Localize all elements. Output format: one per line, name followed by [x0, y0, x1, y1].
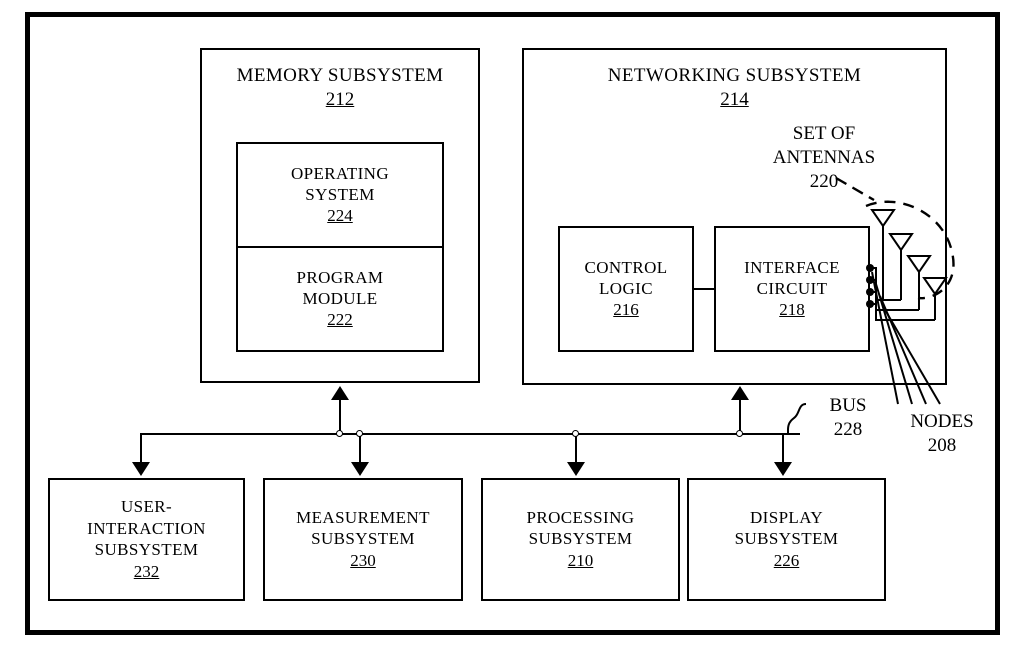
display-subsystem-box: DISPLAY SUBSYSTEM 226 [687, 478, 886, 601]
memory-subsystem-title: MEMORY SUBSYSTEM [236, 65, 444, 86]
bus-stub-display [782, 433, 784, 465]
display-title-line2: SUBSYSTEM [734, 529, 839, 549]
nodes-callout: NODES 208 [896, 410, 988, 458]
operating-system-box: OPERATING SYSTEM 224 [236, 142, 444, 248]
control-logic-box: CONTROL LOGIC 216 [558, 226, 694, 352]
display-title-line1: DISPLAY [749, 508, 824, 528]
bus-arrow-memory [331, 386, 349, 400]
operating-system-number: 224 [327, 206, 353, 226]
control-logic-title-line1: CONTROL [584, 257, 668, 277]
program-module-box: PROGRAM MODULE 222 [236, 246, 444, 352]
bus-junction-networking [736, 430, 743, 437]
bus-callout: BUS 228 [812, 394, 884, 442]
measurement-number: 230 [350, 550, 376, 570]
measurement-title-line1: MEASUREMENT [296, 508, 430, 528]
processing-title-line2: SUBSYSTEM [528, 529, 633, 549]
user-interaction-title-line2: INTERACTION [87, 518, 206, 538]
user-interaction-title-line1: USER- [120, 497, 173, 517]
display-number: 226 [773, 550, 800, 570]
user-interaction-title-line3: SUBSYSTEM [94, 540, 199, 560]
operating-system-title-line1: OPERATING [290, 163, 390, 183]
networking-subsystem-number: 214 [720, 88, 749, 110]
bus-junction-processing [572, 430, 579, 437]
bus-stub-processing [575, 433, 577, 465]
control-logic-number: 216 [613, 300, 639, 320]
control-logic-title-line2: LOGIC [599, 278, 653, 298]
user-interaction-number: 232 [133, 561, 160, 581]
networking-subsystem-title: NETWORKING SUBSYSTEM [607, 65, 862, 86]
interface-circuit-title-line2: CIRCUIT [756, 278, 828, 298]
program-module-title-line2: MODULE [302, 288, 378, 308]
interface-circuit-title-line1: INTERFACE [744, 257, 840, 277]
bus-stub-memory [339, 400, 341, 434]
bus-arrow-measurement [351, 462, 369, 476]
measurement-subsystem-box: MEASUREMENT SUBSYSTEM 230 [263, 478, 463, 601]
bus-line [140, 433, 800, 435]
interface-circuit-box: INTERFACE CIRCUIT 218 [714, 226, 870, 352]
measurement-title-line2: SUBSYSTEM [311, 529, 415, 549]
nodes-number: 208 [927, 434, 957, 456]
bus-arrow-networking [731, 386, 749, 400]
control-logic-interface-connector [694, 288, 714, 290]
bus-stub-user-interaction [140, 433, 142, 465]
set-of-antennas-line2: ANTENNAS [772, 146, 876, 168]
processing-title-line1: PROCESSING [526, 508, 635, 528]
bus-arrow-display [774, 462, 792, 476]
program-module-number: 222 [327, 310, 353, 330]
program-module-title-line1: PROGRAM [296, 267, 384, 287]
operating-system-title-line2: SYSTEM [305, 184, 375, 204]
bus-number: 228 [833, 418, 863, 440]
user-interaction-subsystem-box: USER- INTERACTION SUBSYSTEM 232 [48, 478, 245, 601]
interface-circuit-number: 218 [779, 300, 805, 320]
bus-junction-measurement [356, 430, 363, 437]
bus-stub-networking [739, 400, 741, 434]
bus-arrow-user-interaction [132, 462, 150, 476]
set-of-antennas-line1: SET OF [792, 123, 856, 144]
bus-arrow-processing [567, 462, 585, 476]
memory-subsystem-number: 212 [325, 88, 355, 110]
set-of-antennas-callout: SET OF ANTENNAS 220 [750, 122, 898, 194]
processing-subsystem-box: PROCESSING SUBSYSTEM 210 [481, 478, 680, 601]
bus-label: BUS [829, 395, 867, 416]
processing-number: 210 [567, 550, 594, 570]
bus-junction-memory [336, 430, 343, 437]
bus-stub-measurement [359, 433, 361, 465]
set-of-antennas-number: 220 [809, 170, 839, 192]
nodes-label: NODES [910, 411, 974, 432]
